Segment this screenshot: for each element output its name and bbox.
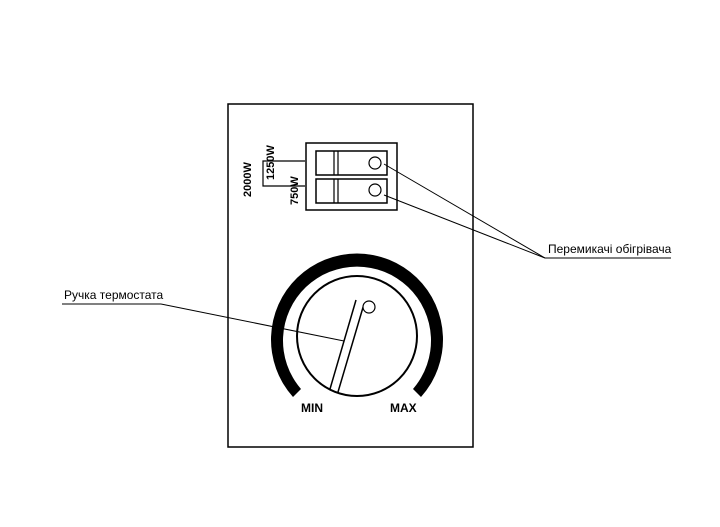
switch-indicator-lower	[368, 183, 382, 197]
thermostat-callout-leader	[160, 303, 345, 342]
knob-grip-right	[337, 303, 365, 393]
power-label-1250w: 1250W	[265, 145, 277, 180]
switches-callout-leader-upper	[383, 163, 546, 259]
power-label-2000w: 2000W	[242, 162, 254, 197]
rocker-switch-upper[interactable]	[315, 150, 388, 176]
knob-grip-left	[329, 299, 357, 390]
thermostat-knob[interactable]	[296, 275, 418, 397]
knob-indicator	[362, 300, 376, 314]
thermostat-knob-label: Ручка термостата	[64, 288, 164, 302]
heater-switches-label: Перемикачі обігрівача	[548, 242, 672, 256]
min-label: MIN	[301, 401, 323, 415]
power-bracket	[262, 160, 305, 187]
max-label: MAX	[390, 401, 417, 415]
switches-callout-leader-lower	[383, 194, 546, 259]
switch-indicator-upper	[368, 156, 382, 170]
thermostat-scale-arc	[271, 253, 444, 397]
rocker-switch-lower[interactable]	[315, 178, 388, 204]
power-label-750w: 750W	[289, 176, 301, 205]
